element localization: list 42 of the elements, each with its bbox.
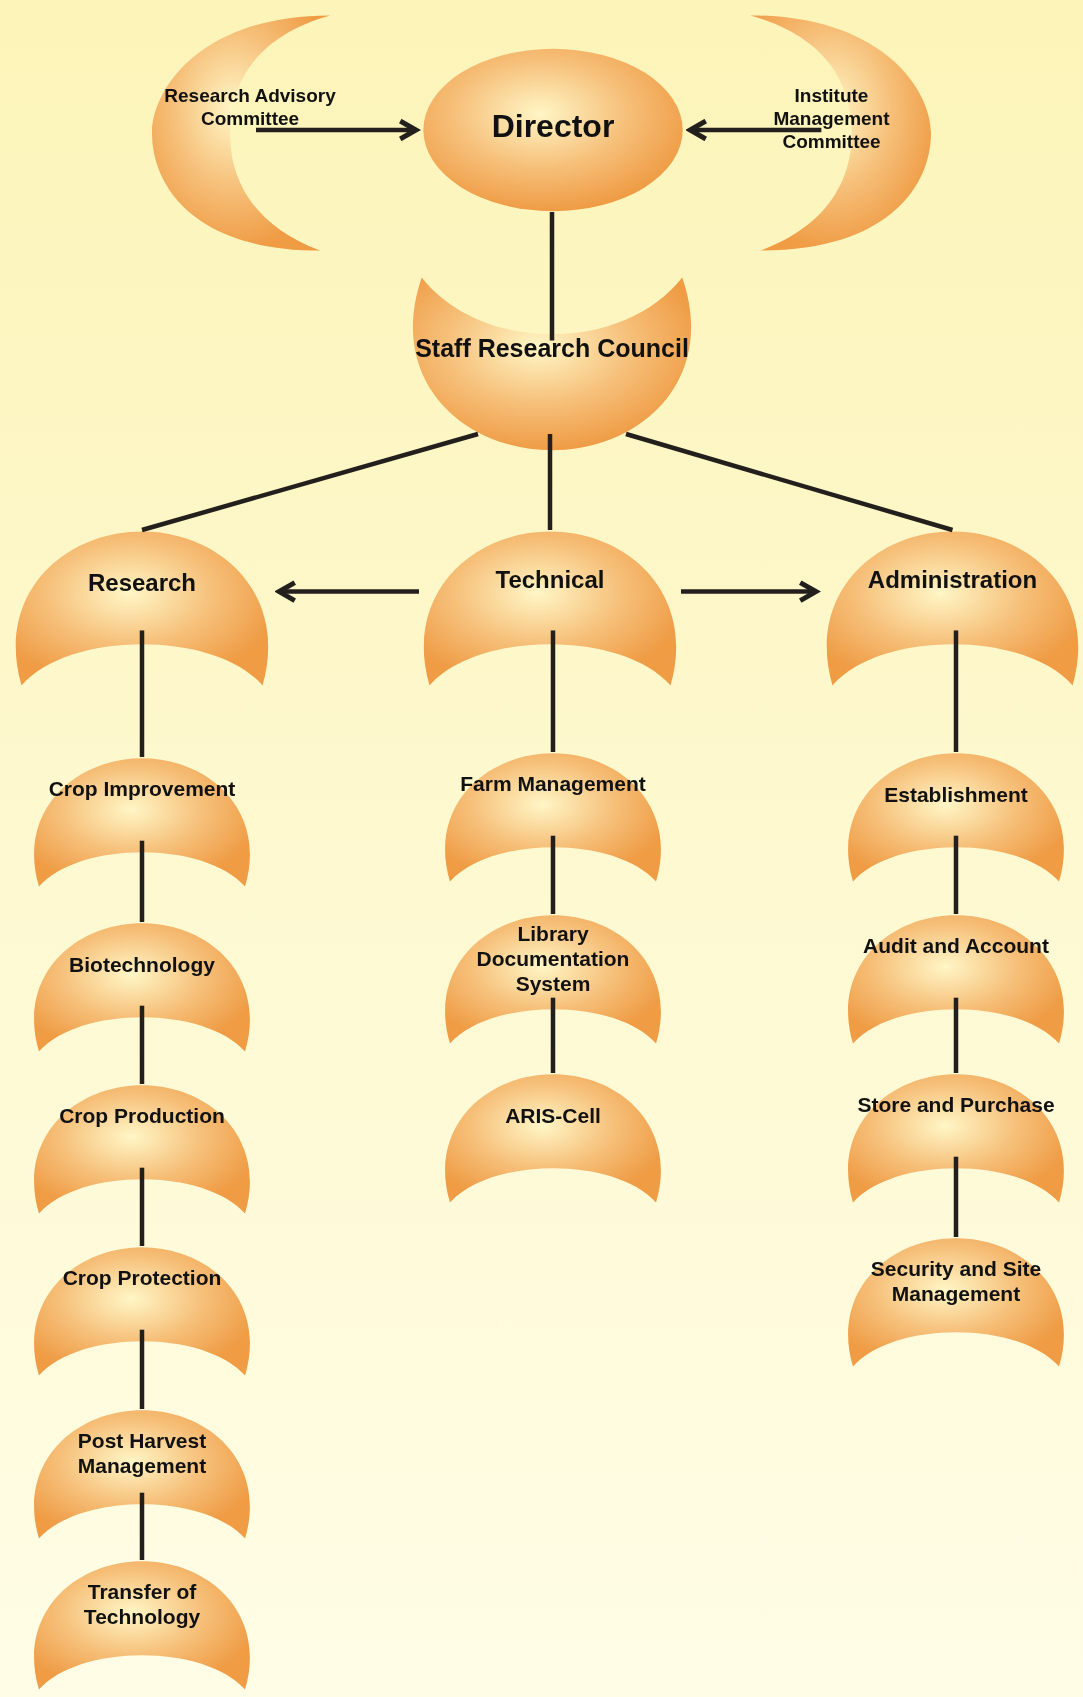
node-label: Staff Research Council bbox=[414, 333, 690, 364]
node-label: Institute Management Committee bbox=[772, 85, 891, 154]
connector-line bbox=[625, 431, 954, 533]
connector-line bbox=[953, 630, 959, 752]
node-label: Administration bbox=[866, 565, 1039, 595]
node-label: Transfer of Technology bbox=[82, 1578, 202, 1630]
node-label: Research bbox=[86, 568, 198, 598]
connector-line bbox=[953, 835, 959, 914]
ellipse-node bbox=[422, 48, 684, 212]
connector-line bbox=[953, 997, 959, 1073]
node-label: Crop Improvement bbox=[47, 775, 237, 802]
node-label: Store and Purchase bbox=[856, 1091, 1056, 1118]
node-label: Crop Protection bbox=[61, 1264, 223, 1291]
node-label: Research Advisory Committee bbox=[163, 85, 337, 131]
connector-line bbox=[550, 835, 556, 914]
node-label: Post Harvest Management bbox=[76, 1427, 208, 1479]
connector-line bbox=[139, 1492, 145, 1560]
node-label: Establishment bbox=[883, 781, 1029, 807]
connector-line bbox=[549, 212, 555, 341]
node-label: Security and Site Management bbox=[869, 1255, 1043, 1307]
connector-line bbox=[139, 1005, 145, 1084]
connector-line bbox=[953, 1156, 959, 1237]
node-label: Farm Management bbox=[459, 770, 647, 797]
connector-line bbox=[547, 434, 553, 530]
connector-line bbox=[141, 431, 479, 533]
connector-line bbox=[139, 1167, 145, 1246]
arrow bbox=[256, 118, 419, 142]
connector-line bbox=[139, 1329, 145, 1409]
node-label: Crop Production bbox=[58, 1102, 226, 1129]
node-label: Biotechnology bbox=[68, 951, 216, 977]
connector-line bbox=[139, 630, 145, 757]
connector-line bbox=[550, 630, 556, 752]
node-label: Library Documentation System bbox=[475, 920, 631, 997]
arrow bbox=[276, 580, 419, 604]
arrow bbox=[681, 580, 819, 604]
node-label: ARIS-Cell bbox=[504, 1102, 602, 1128]
node-label: Director bbox=[490, 107, 616, 146]
node-label: Technical bbox=[494, 565, 606, 595]
arrow bbox=[687, 118, 822, 142]
connector-line bbox=[139, 840, 145, 922]
node-label: Audit and Account bbox=[862, 932, 1050, 959]
connector-line bbox=[550, 997, 556, 1073]
